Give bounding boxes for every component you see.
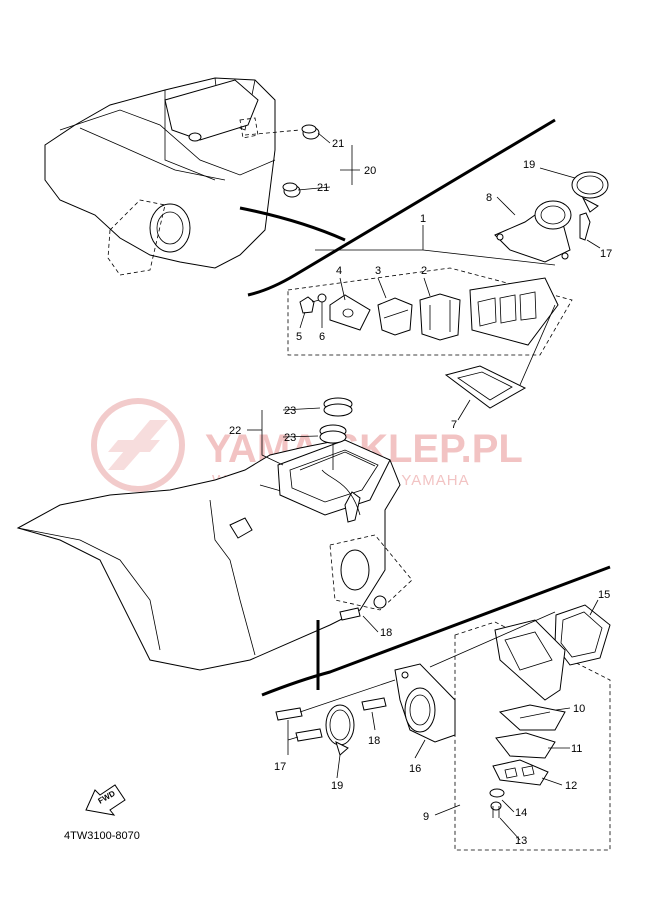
grommet-bottom bbox=[282, 182, 301, 198]
callout-6: 6 bbox=[319, 331, 325, 343]
callout-8: 8 bbox=[486, 192, 492, 204]
callout-18-mid: 18 bbox=[380, 627, 392, 639]
bolt-17-lower bbox=[295, 728, 323, 742]
upper-tank-assembly bbox=[44, 77, 556, 297]
callout-10: 10 bbox=[573, 703, 585, 715]
fwd-arrow-icon: FWD bbox=[85, 784, 126, 816]
reed-11 bbox=[495, 732, 556, 759]
watermark-logo bbox=[91, 398, 185, 492]
grommet-23-top bbox=[323, 397, 353, 417]
washer-14 bbox=[489, 788, 505, 798]
clamp-19-top bbox=[571, 171, 609, 213]
callout-5: 5 bbox=[296, 331, 302, 343]
bolt-5 bbox=[299, 296, 324, 314]
stopper-12 bbox=[492, 759, 549, 786]
bolt-18-bottom bbox=[361, 697, 387, 711]
callout-7: 7 bbox=[451, 419, 457, 431]
callout-11: 11 bbox=[571, 743, 582, 755]
bolt-18-mid bbox=[339, 607, 361, 621]
intake-joint-16 bbox=[394, 663, 456, 743]
callout-20: 20 bbox=[364, 165, 376, 177]
callout-labels: 21 21 20 1 4 3 2 5 6 8 19 17 7 23 23 22 … bbox=[229, 138, 612, 847]
callout-13: 13 bbox=[515, 835, 527, 847]
grommet-top bbox=[301, 124, 320, 140]
callout-12: 12 bbox=[565, 780, 577, 792]
bolt-17-top bbox=[579, 212, 591, 241]
callout-19-bottom: 19 bbox=[331, 780, 343, 792]
reed-10 bbox=[498, 704, 566, 731]
bolt-17-upper bbox=[275, 707, 303, 721]
callout-4: 4 bbox=[336, 265, 342, 277]
callout-21-top: 21 bbox=[332, 138, 344, 150]
reed-2 bbox=[419, 293, 461, 341]
leader-lines bbox=[247, 132, 601, 841]
reed-3 bbox=[377, 297, 413, 336]
callout-17-top: 17 bbox=[600, 248, 612, 260]
reed-stopper-4 bbox=[329, 294, 371, 331]
callout-15: 15 bbox=[598, 589, 610, 601]
gasket-7 bbox=[444, 365, 527, 409]
clamp-19-bottom bbox=[325, 704, 355, 756]
callout-1: 1 bbox=[420, 213, 426, 225]
callout-14: 14 bbox=[515, 807, 527, 819]
callout-17-bottom: 17 bbox=[274, 761, 286, 773]
part-code: 4TW3100-8070 bbox=[64, 830, 140, 842]
reed-valve-box-bottom bbox=[275, 604, 611, 851]
callout-23-bottom: 23 bbox=[284, 432, 296, 444]
reed-block bbox=[469, 277, 559, 346]
callout-18-bottom: 18 bbox=[368, 735, 380, 747]
washer-6 bbox=[317, 293, 327, 303]
intake-joint-8 bbox=[494, 200, 572, 263]
callout-21-bottom: 21 bbox=[317, 182, 329, 194]
bolt-13 bbox=[490, 801, 502, 818]
callout-3: 3 bbox=[375, 265, 381, 277]
callout-16: 16 bbox=[409, 763, 421, 775]
callout-22: 22 bbox=[229, 425, 241, 437]
callout-19-top: 19 bbox=[523, 159, 535, 171]
reed-block-bottom bbox=[494, 619, 566, 701]
grommet-23-bottom bbox=[319, 424, 347, 444]
reed-valve-box-top bbox=[287, 171, 609, 409]
oil-tank-assembly bbox=[16, 397, 611, 697]
callout-2: 2 bbox=[421, 265, 427, 277]
callout-23-top: 23 bbox=[284, 405, 296, 417]
callout-9: 9 bbox=[423, 811, 429, 823]
